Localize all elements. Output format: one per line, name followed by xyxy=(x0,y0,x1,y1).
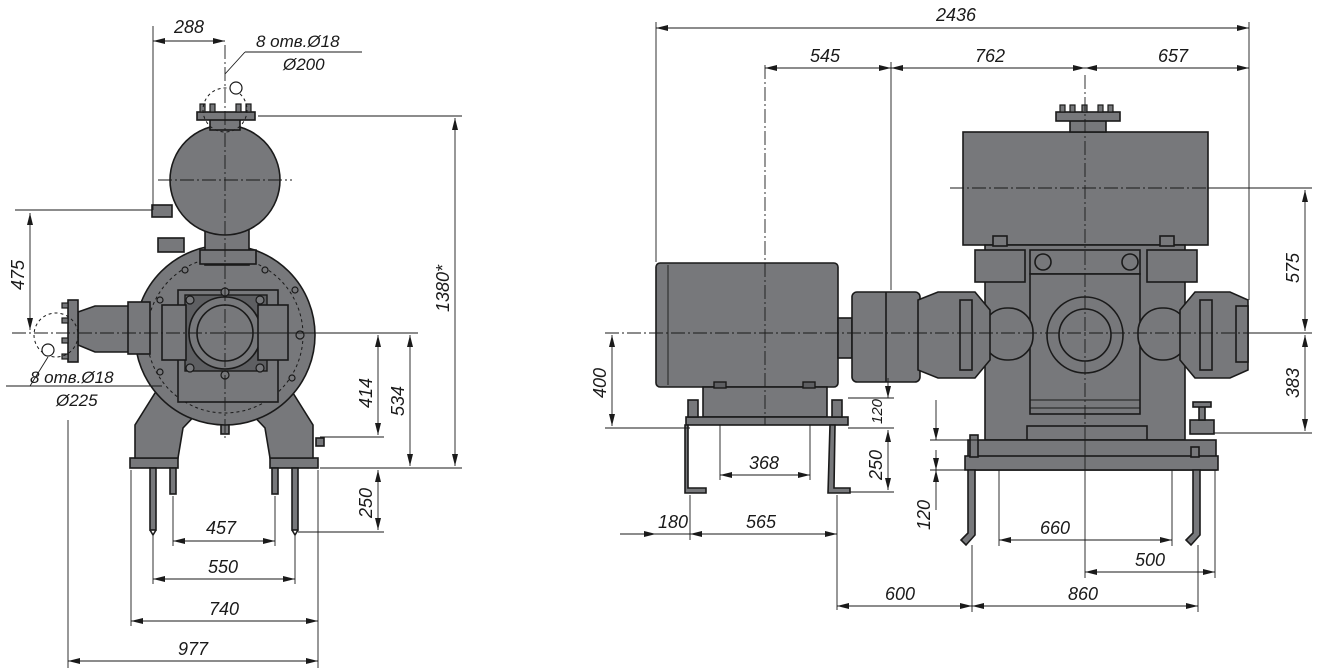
side-dim-120-lower: 120 xyxy=(914,500,934,530)
front-tank xyxy=(151,103,281,236)
side-dim-657: 657 xyxy=(1158,46,1189,66)
front-hole-circles xyxy=(33,81,248,358)
side-dim-120-upper: 120 xyxy=(869,398,886,424)
front-dim-534: 534 xyxy=(388,386,408,416)
side-view: 2436 545 762 657 575 383 400 368 120 250… xyxy=(590,5,1312,612)
side-dim-2436: 2436 xyxy=(935,5,977,25)
side-dim-400: 400 xyxy=(590,368,610,398)
front-dim-977: 977 xyxy=(178,639,209,659)
front-dim-250: 250 xyxy=(356,488,376,519)
side-dim-600: 600 xyxy=(885,584,915,604)
side-dim-368: 368 xyxy=(749,453,779,473)
front-note-side-holes: 8 отв.Ø18 xyxy=(30,368,114,387)
front-dim-1380: 1380* xyxy=(433,264,453,312)
side-dim-575: 575 xyxy=(1283,252,1303,283)
front-dim-740: 740 xyxy=(209,599,239,619)
side-dim-500: 500 xyxy=(1135,550,1165,570)
side-pump-body xyxy=(917,104,1249,547)
side-dimension-labels: 2436 545 762 657 575 383 400 368 120 250… xyxy=(590,5,1303,604)
front-note-top-diameter: Ø200 xyxy=(282,55,325,74)
side-dim-762: 762 xyxy=(975,46,1005,66)
front-dim-550: 550 xyxy=(208,557,238,577)
front-note-top-holes: 8 отв.Ø18 xyxy=(256,32,340,51)
front-dim-457: 457 xyxy=(206,518,237,538)
front-dim-288: 288 xyxy=(173,17,204,37)
side-dimension-lines xyxy=(605,22,1312,612)
front-dimension-labels: 288 8 отв.Ø18 Ø200 475 1380* 414 534 250… xyxy=(8,17,453,659)
front-dim-475: 475 xyxy=(8,259,28,290)
front-dim-414: 414 xyxy=(356,378,376,408)
side-dim-860: 860 xyxy=(1068,584,1098,604)
front-suction-pipe xyxy=(61,299,151,363)
side-dim-180: 180 xyxy=(658,512,688,532)
front-note-side-diameter: Ø225 xyxy=(55,391,98,410)
side-dim-383: 383 xyxy=(1283,368,1303,398)
side-dim-545: 545 xyxy=(810,46,841,66)
side-dim-565: 565 xyxy=(746,512,777,532)
front-view: 288 8 отв.Ø18 Ø200 475 1380* 414 534 250… xyxy=(6,17,462,668)
front-dimension-lines xyxy=(6,26,462,668)
side-dim-250: 250 xyxy=(866,450,886,481)
side-dim-660: 660 xyxy=(1040,518,1070,538)
